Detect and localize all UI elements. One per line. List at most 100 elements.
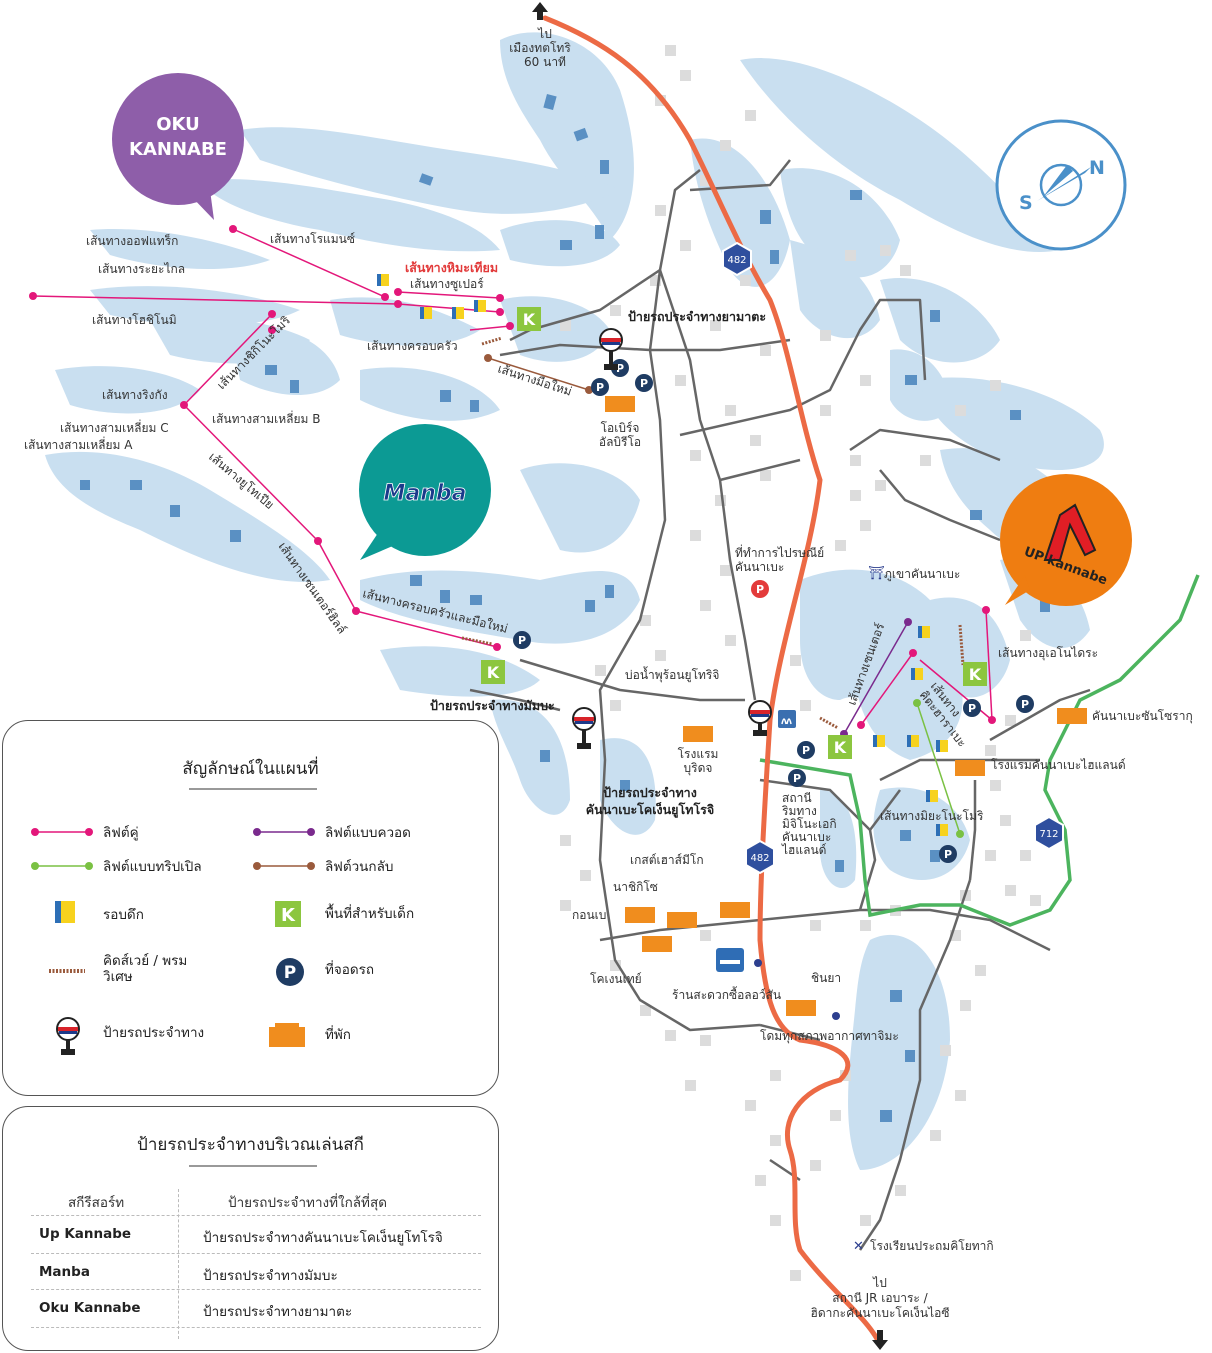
- svg-text:P: P: [968, 702, 976, 715]
- local-roads: [469, 159, 1091, 1251]
- row-resort: Up Kannabe: [39, 1226, 132, 1242]
- label-tri-b: เส้นทางสามเหลี่ยม B: [212, 410, 320, 426]
- manba-bubble[interactable]: Manba: [359, 424, 491, 560]
- pair-lift-icon: [31, 828, 93, 836]
- oku-kannabe-bubble[interactable]: OKU KANNABE: [112, 73, 244, 220]
- lifts: [32, 228, 993, 835]
- up-kannabe-logo-icon: [1043, 503, 1097, 561]
- dome-dot: [832, 1012, 840, 1020]
- oku-kannabe-label-2: KANNABE: [129, 139, 227, 160]
- onsen-icon: [778, 710, 796, 728]
- compass-s: S: [1019, 192, 1033, 214]
- label-dome: โดมทุกสภาพอากาศทาจิมะ: [760, 1029, 899, 1044]
- north-arrow-top: [532, 2, 548, 20]
- bus-stop-icon: [56, 1017, 80, 1055]
- triple-lift-icon: [31, 862, 93, 870]
- buildings: [560, 45, 1041, 1281]
- label-guesthouse: เกสต์เฮาส์มีโก: [630, 853, 704, 867]
- table-row: Oku Kannabe ป้ายรถประจำทางยามาตะ: [31, 1289, 481, 1326]
- label-ringang: เส้นทางริงกัง: [102, 388, 168, 402]
- svg-text:K: K: [523, 310, 536, 329]
- row-stop: ป้ายรถประจำทางคันนาเบะโคเง็นยูโทโรจิ: [203, 1230, 443, 1246]
- label-sanso: คันนาเบะซันโซรากุ: [1092, 709, 1193, 724]
- row-resort: Oku Kannabe: [39, 1300, 141, 1316]
- label-kannabe-mt: ภูเขาคันนาเบะ: [884, 567, 960, 582]
- busstop-title-underline: [189, 1165, 317, 1167]
- label-albireo: โอเบิร์จอัลบิรีโอ: [599, 421, 641, 449]
- legend-carpet: คิดส์เวย์ / พรม วิเศษ: [103, 953, 188, 985]
- label-uenohiro: เส้นทางอุเอโนไดระ: [998, 646, 1098, 661]
- label-shinya: ชินยา: [811, 971, 841, 985]
- lodge-icons: [377, 274, 948, 836]
- route-482-shield-top: 482: [722, 241, 752, 277]
- accommodation-icon: [269, 1023, 305, 1047]
- legend-title-underline: [189, 788, 317, 790]
- lawson-icon: [716, 948, 744, 972]
- green-route: [759, 574, 1200, 927]
- lift-stations: [29, 225, 996, 838]
- tree-patches: [80, 93, 1050, 1122]
- table-bottom-rule: [31, 1327, 481, 1329]
- bus-stop-table-panel: ป้ายรถประจำทางบริเวณเล่นสกี สกีรีสอร์ท ป…: [2, 1106, 499, 1351]
- post-office-icon: P: [751, 580, 769, 598]
- label-kogentei: โคเงนเทย์: [590, 972, 642, 986]
- south-arrow-bottom: [872, 1330, 888, 1350]
- route-482-label-top: 482: [727, 255, 746, 266]
- label-tri-a: เส้นทางสามเหลี่ยม A: [24, 436, 133, 452]
- label-rayaklai: เส้นทางระยะไกล: [98, 262, 185, 276]
- route-482-label-bottom: 482: [750, 853, 769, 864]
- label-bus-manba: ป้ายรถประจำทางมัมบะ: [430, 698, 555, 713]
- legend-pair-lift: ลิฟต์คู่: [103, 825, 139, 841]
- svg-text:P: P: [596, 381, 604, 394]
- table-header-resort: สกีรีสอร์ท: [68, 1195, 125, 1211]
- label-konbe: กอนเบ: [572, 908, 606, 922]
- school-icon: ✕: [853, 1239, 864, 1254]
- label-nashikiso: นาชิกิโซ: [613, 880, 658, 894]
- label-offtrack: เส้นทางออฟแทร็ก: [86, 233, 178, 248]
- label-family: เส้นทางครอบครัว: [367, 339, 458, 353]
- svg-text:P: P: [640, 377, 648, 390]
- legend-quad-lift: ลิฟต์แบบควอด: [325, 825, 411, 841]
- carpet-icon: [49, 969, 85, 973]
- busstop-title: ป้ายรถประจำทางบริเวณเล่นสกี: [137, 1135, 364, 1155]
- to-tottori-label: ไปเมืองทตโทริ60 นาที: [509, 27, 571, 69]
- return-lift-icon: [253, 862, 315, 870]
- label-post-office: ที่ทำการไปรษณีย์คันนาเบะ: [735, 544, 824, 574]
- magic-carpets: [461, 336, 965, 730]
- legend-return-lift: ลิฟต์วนกลับ: [325, 859, 394, 875]
- accommodation-icons: [605, 396, 1087, 1016]
- kids-area-icons: K K K K: [481, 307, 987, 759]
- label-miyanomori: เส้นทางมิยะโนะโมริ: [880, 809, 984, 823]
- label-hoshinomi: เส้นทางโฮชิโนมิ: [92, 313, 177, 327]
- label-romance: เส้นทางโรแมนซ์: [270, 232, 355, 246]
- svg-text:K: K: [281, 905, 296, 926]
- legend-parking: ที่จอดรถ: [325, 962, 375, 978]
- svg-text:P: P: [756, 583, 764, 596]
- svg-text:P: P: [793, 772, 801, 785]
- to-ebara-label: ไปสถานี JR เอบาระ /ฮิดากะคันนาเบะโคเง็นไ…: [811, 1276, 950, 1320]
- row-stop: ป้ายรถประจำทางมัมบะ: [203, 1268, 338, 1284]
- svg-text:P: P: [802, 744, 810, 757]
- national-road-482: [542, 15, 883, 1348]
- label-himetiam: เส้นทางหิมะเทียม: [405, 260, 498, 275]
- table-header-stop: ป้ายรถประจำทางที่ใกล้ที่สุด: [228, 1195, 387, 1211]
- svg-text:P: P: [284, 963, 296, 983]
- label-hotel-highland: โรงแรมคันนาเบะไฮแลนด์: [991, 758, 1126, 772]
- up-kannabe-bubble[interactable]: UP kannabe: [1000, 474, 1132, 606]
- label-station: สถานีริมทางมิจิโนะเอกิคันนาเบะไฮแลนด์: [781, 791, 837, 857]
- compass-n: N: [1089, 157, 1105, 179]
- label-bus-yamadake: ป้ายรถประจำทางยามาตะ: [628, 309, 766, 324]
- label-tri-c: เส้นทางสามเหลี่ยม C: [60, 419, 169, 435]
- table-row: Manba ป้ายรถประจำทางมัมบะ: [31, 1253, 481, 1290]
- label-hotel-bridge: โรงแรมบุริดจ: [678, 747, 719, 776]
- svg-text:P: P: [616, 362, 624, 375]
- legend-triple-lift: ลิฟต์แบบทริปเปิล: [103, 859, 202, 875]
- table-column-separator: [178, 1189, 179, 1339]
- legend-kids: พื้นที่สำหรับเด็ก: [325, 906, 415, 922]
- route-712-shield: 712: [1034, 815, 1064, 851]
- compass: S N: [995, 119, 1127, 251]
- legend-bus: ป้ายรถประจำทาง: [103, 1025, 205, 1041]
- svg-text:K: K: [834, 738, 847, 757]
- bus-stop-icons: [572, 328, 772, 749]
